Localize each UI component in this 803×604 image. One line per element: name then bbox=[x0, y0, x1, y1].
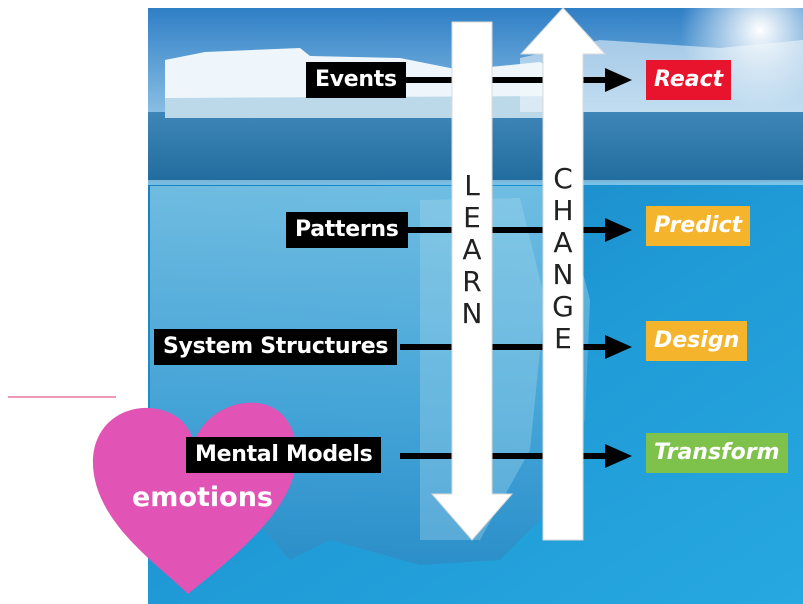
learn-letter: N bbox=[461, 297, 483, 330]
learn-arrow bbox=[430, 21, 514, 541]
change-letter: H bbox=[552, 194, 574, 227]
change-letter: E bbox=[554, 322, 572, 355]
heart-label: emotions bbox=[132, 482, 273, 513]
learn-letter: A bbox=[462, 233, 482, 266]
learn-letter: R bbox=[462, 265, 482, 298]
change-word: C H A N G E bbox=[543, 163, 583, 355]
level-label-system-structures: System Structures bbox=[154, 329, 398, 365]
change-letter: C bbox=[553, 162, 573, 195]
level-label-patterns: Patterns bbox=[286, 212, 408, 248]
change-letter: G bbox=[552, 290, 574, 323]
level-label-mental-models: Mental Models bbox=[186, 437, 382, 473]
outcome-design: Design bbox=[646, 321, 748, 361]
arrow-head-events bbox=[605, 68, 632, 92]
change-letter: A bbox=[553, 226, 573, 259]
outcome-transform: Transform bbox=[646, 433, 788, 473]
outcome-react: React bbox=[646, 60, 732, 100]
arrow-head-patterns bbox=[605, 218, 632, 242]
arrow-head-models bbox=[605, 444, 632, 468]
arrow-head-structures bbox=[605, 335, 632, 359]
change-letter: N bbox=[552, 258, 574, 291]
outcome-predict: Predict bbox=[646, 206, 751, 246]
learn-letter: L bbox=[464, 169, 480, 202]
change-arrow bbox=[519, 7, 607, 541]
level-label-events: Events bbox=[306, 62, 406, 98]
learn-word: L E A R N bbox=[452, 170, 492, 330]
learn-letter: E bbox=[463, 201, 481, 234]
iceberg-shadow bbox=[165, 96, 560, 118]
